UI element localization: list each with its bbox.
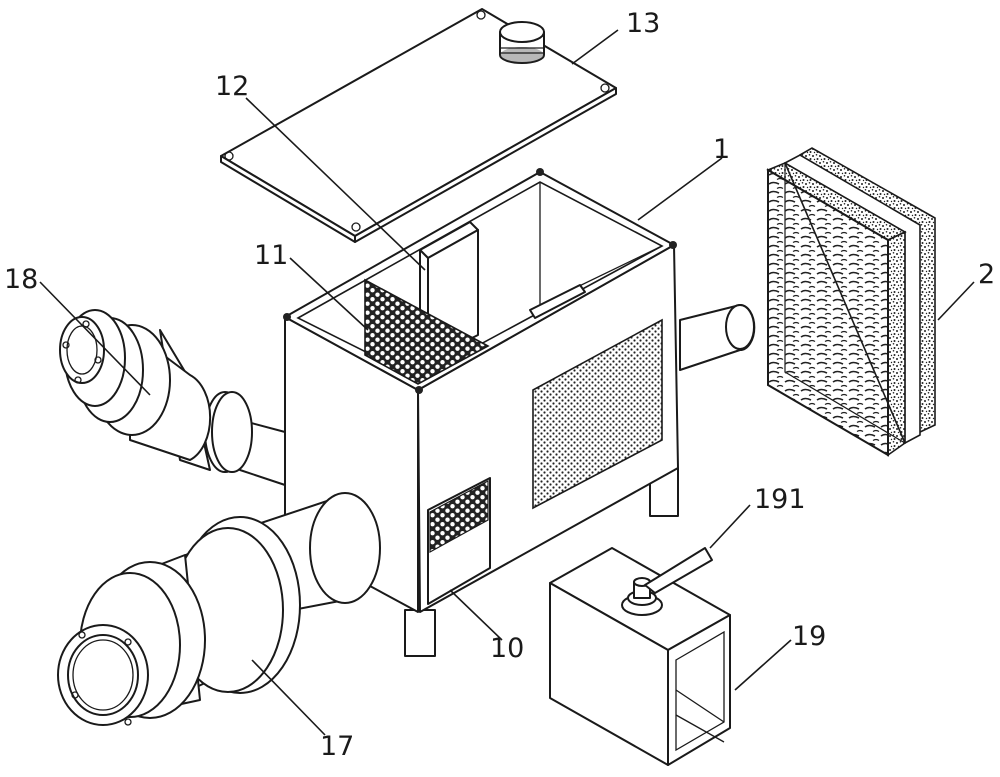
label-divider-plate: 12 <box>215 71 249 102</box>
part-labels: 1 2 10 11 12 13 17 18 19 191 <box>4 8 995 762</box>
tank-valve <box>621 547 713 616</box>
vent-cap <box>499 21 545 64</box>
leader-lines <box>39 29 975 736</box>
label-back-pipe: 18 <box>4 264 38 295</box>
label-mesh-partition: 11 <box>254 240 288 271</box>
label-tank-valve: 191 <box>754 484 806 515</box>
top-cover <box>220 8 617 243</box>
tank-19 <box>549 547 731 766</box>
rear-outlet-pipe <box>679 304 756 371</box>
label-lower-mesh-window: 10 <box>490 633 524 664</box>
filter-panel <box>766 147 936 457</box>
label-filter-panel: 2 <box>978 259 995 290</box>
front-pipe-17 <box>57 492 381 726</box>
housing <box>283 168 679 657</box>
label-tank: 19 <box>792 621 826 652</box>
label-top-cover: 13 <box>626 8 660 39</box>
label-front-pipe: 17 <box>320 731 354 762</box>
label-housing: 1 <box>713 134 730 165</box>
